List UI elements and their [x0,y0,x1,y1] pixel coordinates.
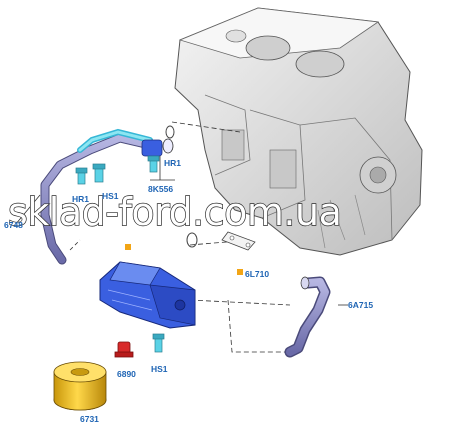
marker-square-top [125,244,131,250]
drain-plug-6890 [114,341,134,358]
watermark-text: sklad-ford.com.ua [8,190,341,234]
gasket-6l710 [221,231,256,251]
label-hs1-left: HS1 [102,191,119,201]
bolt-hs1-left [92,163,106,183]
marker-square-6l710 [237,269,243,275]
orange-markers [125,244,243,275]
bolt-hr1-top [147,155,160,173]
hose-6a715 [284,276,331,358]
engine-block [174,7,423,256]
oil-cooler-housing [99,261,196,329]
label-6a715: 6A715 [348,300,373,310]
oil-filter-6731 [53,361,107,411]
label-6731: 6731 [80,414,99,424]
label-hr1-left: HR1 [72,194,89,204]
coolant-tube-6748 [40,128,174,265]
label-6890: 6890 [117,369,136,379]
bolt-hr1-left [75,167,88,185]
label-6748: 6748 [4,220,23,230]
gasket-small [186,232,198,248]
callout-labels: HR1 8K556 HR1 HS1 6748 6L710 6A715 6890 … [4,158,373,424]
gasket-8k556 [165,125,175,139]
label-6l710: 6L710 [245,269,269,279]
label-8k556: 8K556 [148,184,173,194]
label-hr1-top: HR1 [164,158,181,168]
bolt-hs1-bottom [152,333,165,353]
label-hs1-bottom: HS1 [151,364,168,374]
